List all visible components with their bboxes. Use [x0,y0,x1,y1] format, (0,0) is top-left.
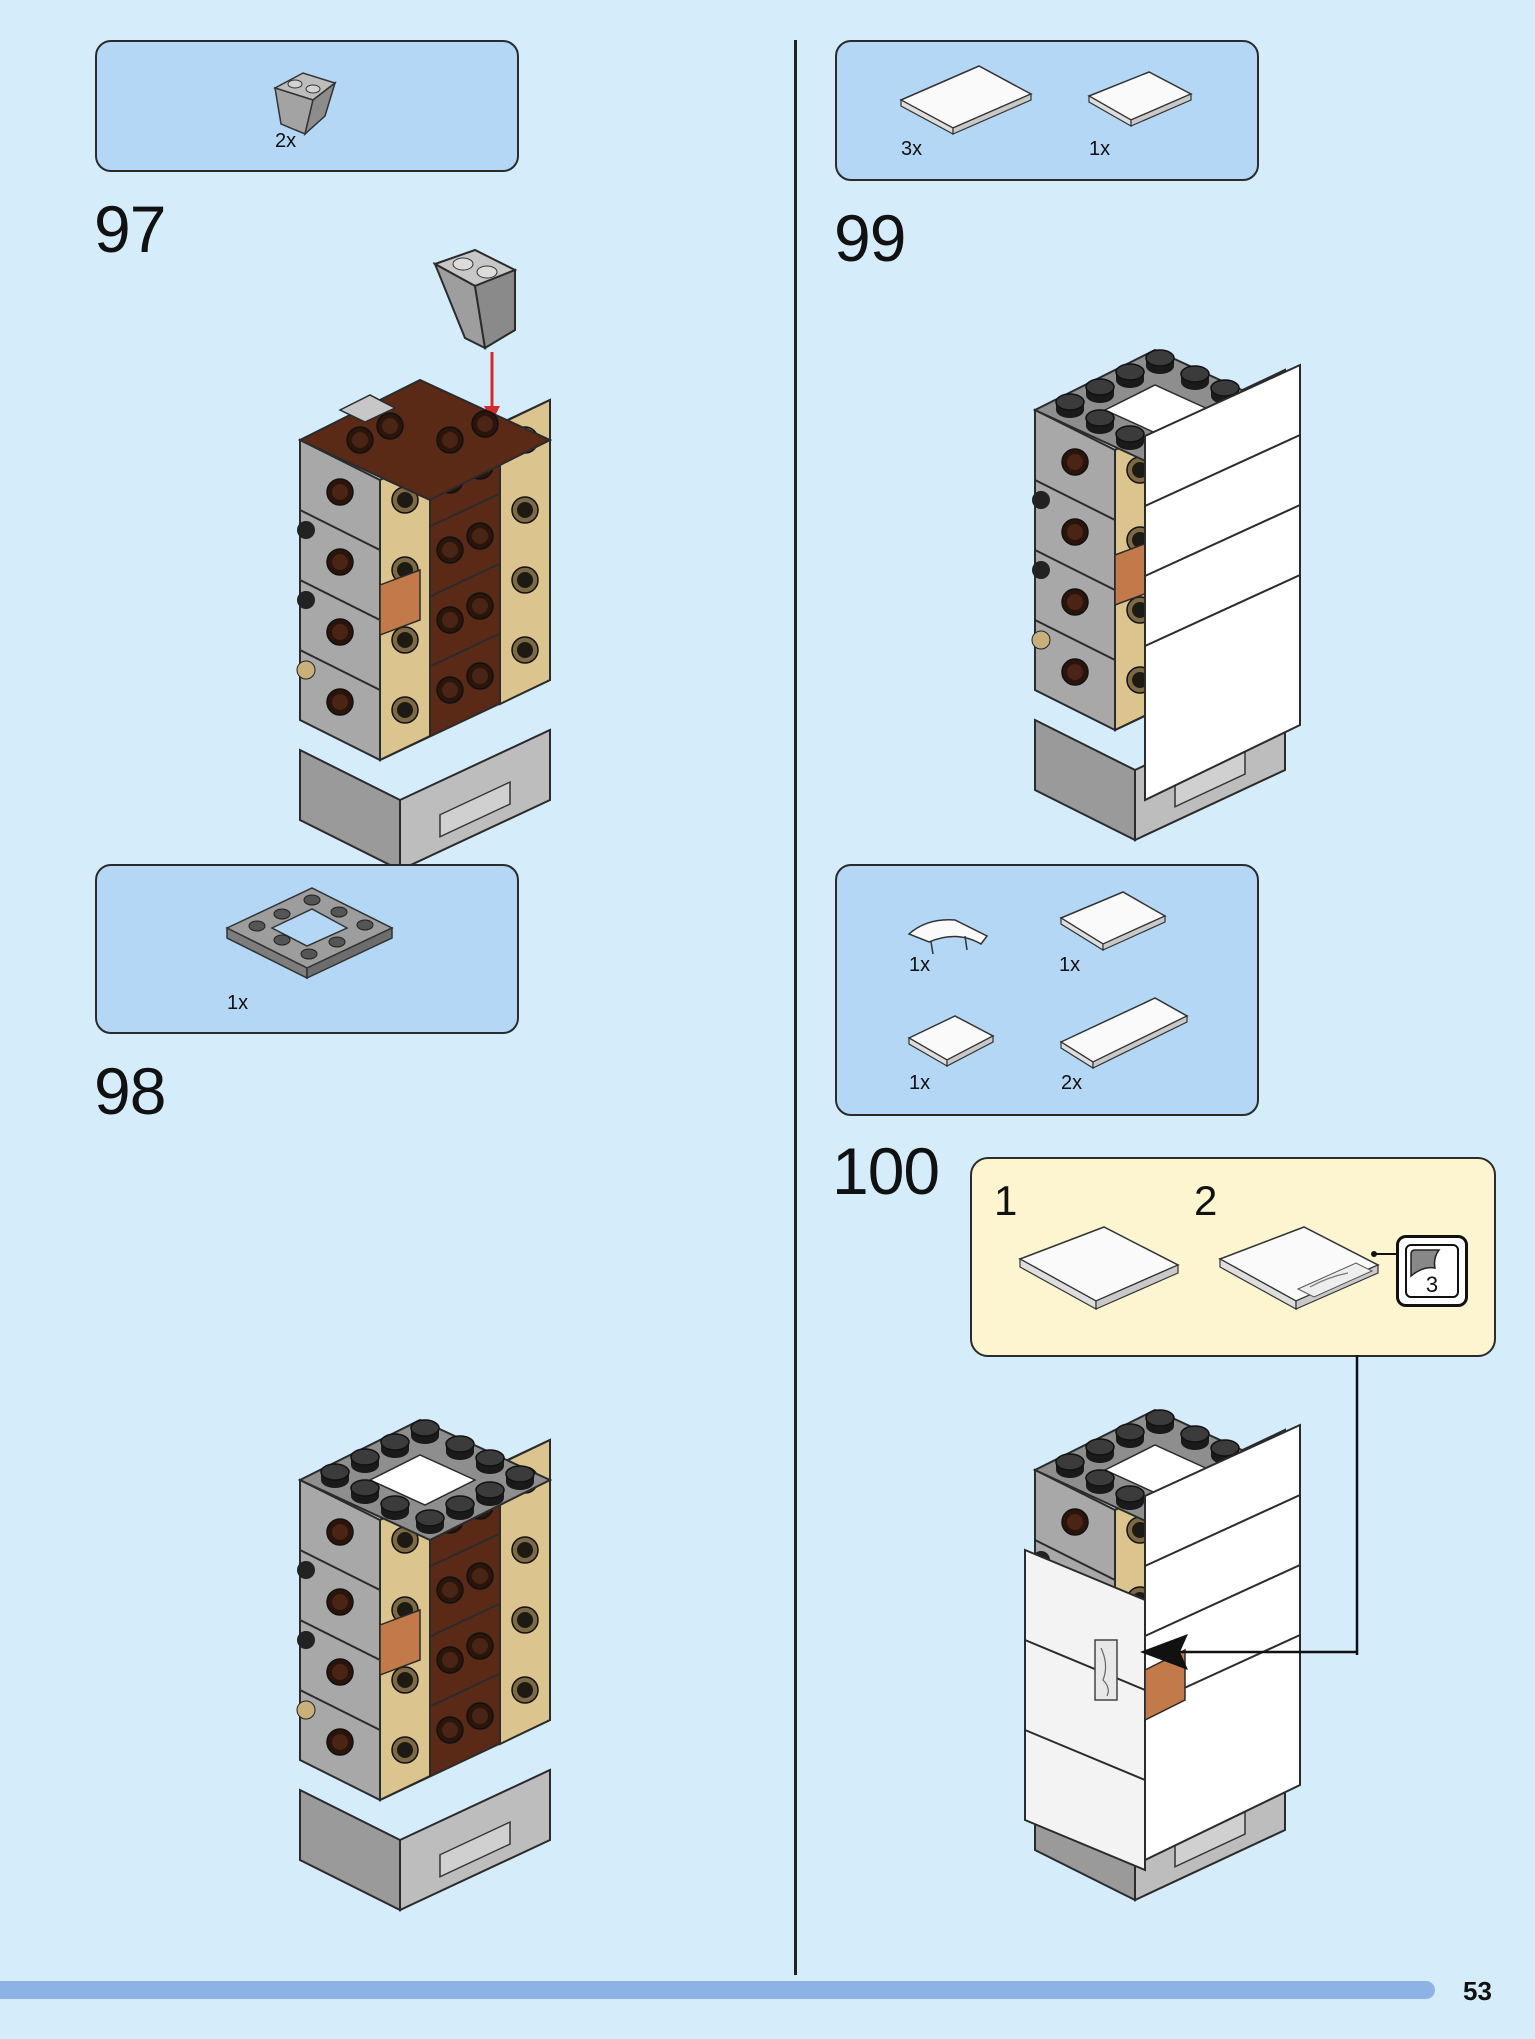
step-100-model [1024,1380,1357,1900]
parts-list-step-100: 1x 1x 1x 2x [835,864,1259,1116]
tile-curved-white-icon [907,919,989,955]
part-qty: 1x [1059,954,1081,976]
tile-white-icon [1018,1226,1180,1311]
progress-bar [0,1981,1435,1999]
substep-2: 2 [1194,1177,1218,1224]
parts-list-step-98: 1x [95,864,519,1034]
sticker-leader-line [1371,1251,1398,1257]
sticker-peel-icon [1410,1249,1441,1278]
sticker-number: 3 [1425,1272,1439,1297]
tile-white-icon [1087,71,1193,128]
part-qty: 2x [1061,1072,1083,1094]
parts-list-step-97: 2x [95,40,519,172]
substep-1: 1 [994,1177,1018,1224]
tile-white-large-icon [899,65,1033,136]
page-number: 53 [1463,1976,1492,2006]
parts-list-step-99: 3x 1x [835,40,1259,181]
part-qty: 1x [1089,138,1111,160]
part-qty: 3x [901,138,923,160]
part-qty: 1x [909,1072,931,1094]
step-97-model [290,248,553,830]
sticker-reference: 3 [1396,1235,1468,1307]
step-number-98: 98 [94,1054,166,1128]
tile-white-small-icon [907,1015,995,1068]
part-qty: 1x [227,992,249,1014]
step-98-model [290,1380,580,1900]
plate-frame-gray-icon [225,887,394,980]
step-99-model [1030,320,1301,830]
slope-inverted-gray-icon [273,72,337,137]
tile-with-sticker-icon [1218,1226,1380,1311]
step-number-100: 100 [832,1134,940,1208]
column-divider [794,40,797,1975]
callout-connector-line [1355,1355,1359,1655]
tile-white-icon [1059,891,1167,952]
tile-white-long-icon [1059,997,1189,1070]
part-qty: 1x [909,954,931,976]
step-number-97: 97 [94,192,166,266]
step-number-99: 99 [834,201,906,275]
part-qty: 2x [275,130,297,152]
